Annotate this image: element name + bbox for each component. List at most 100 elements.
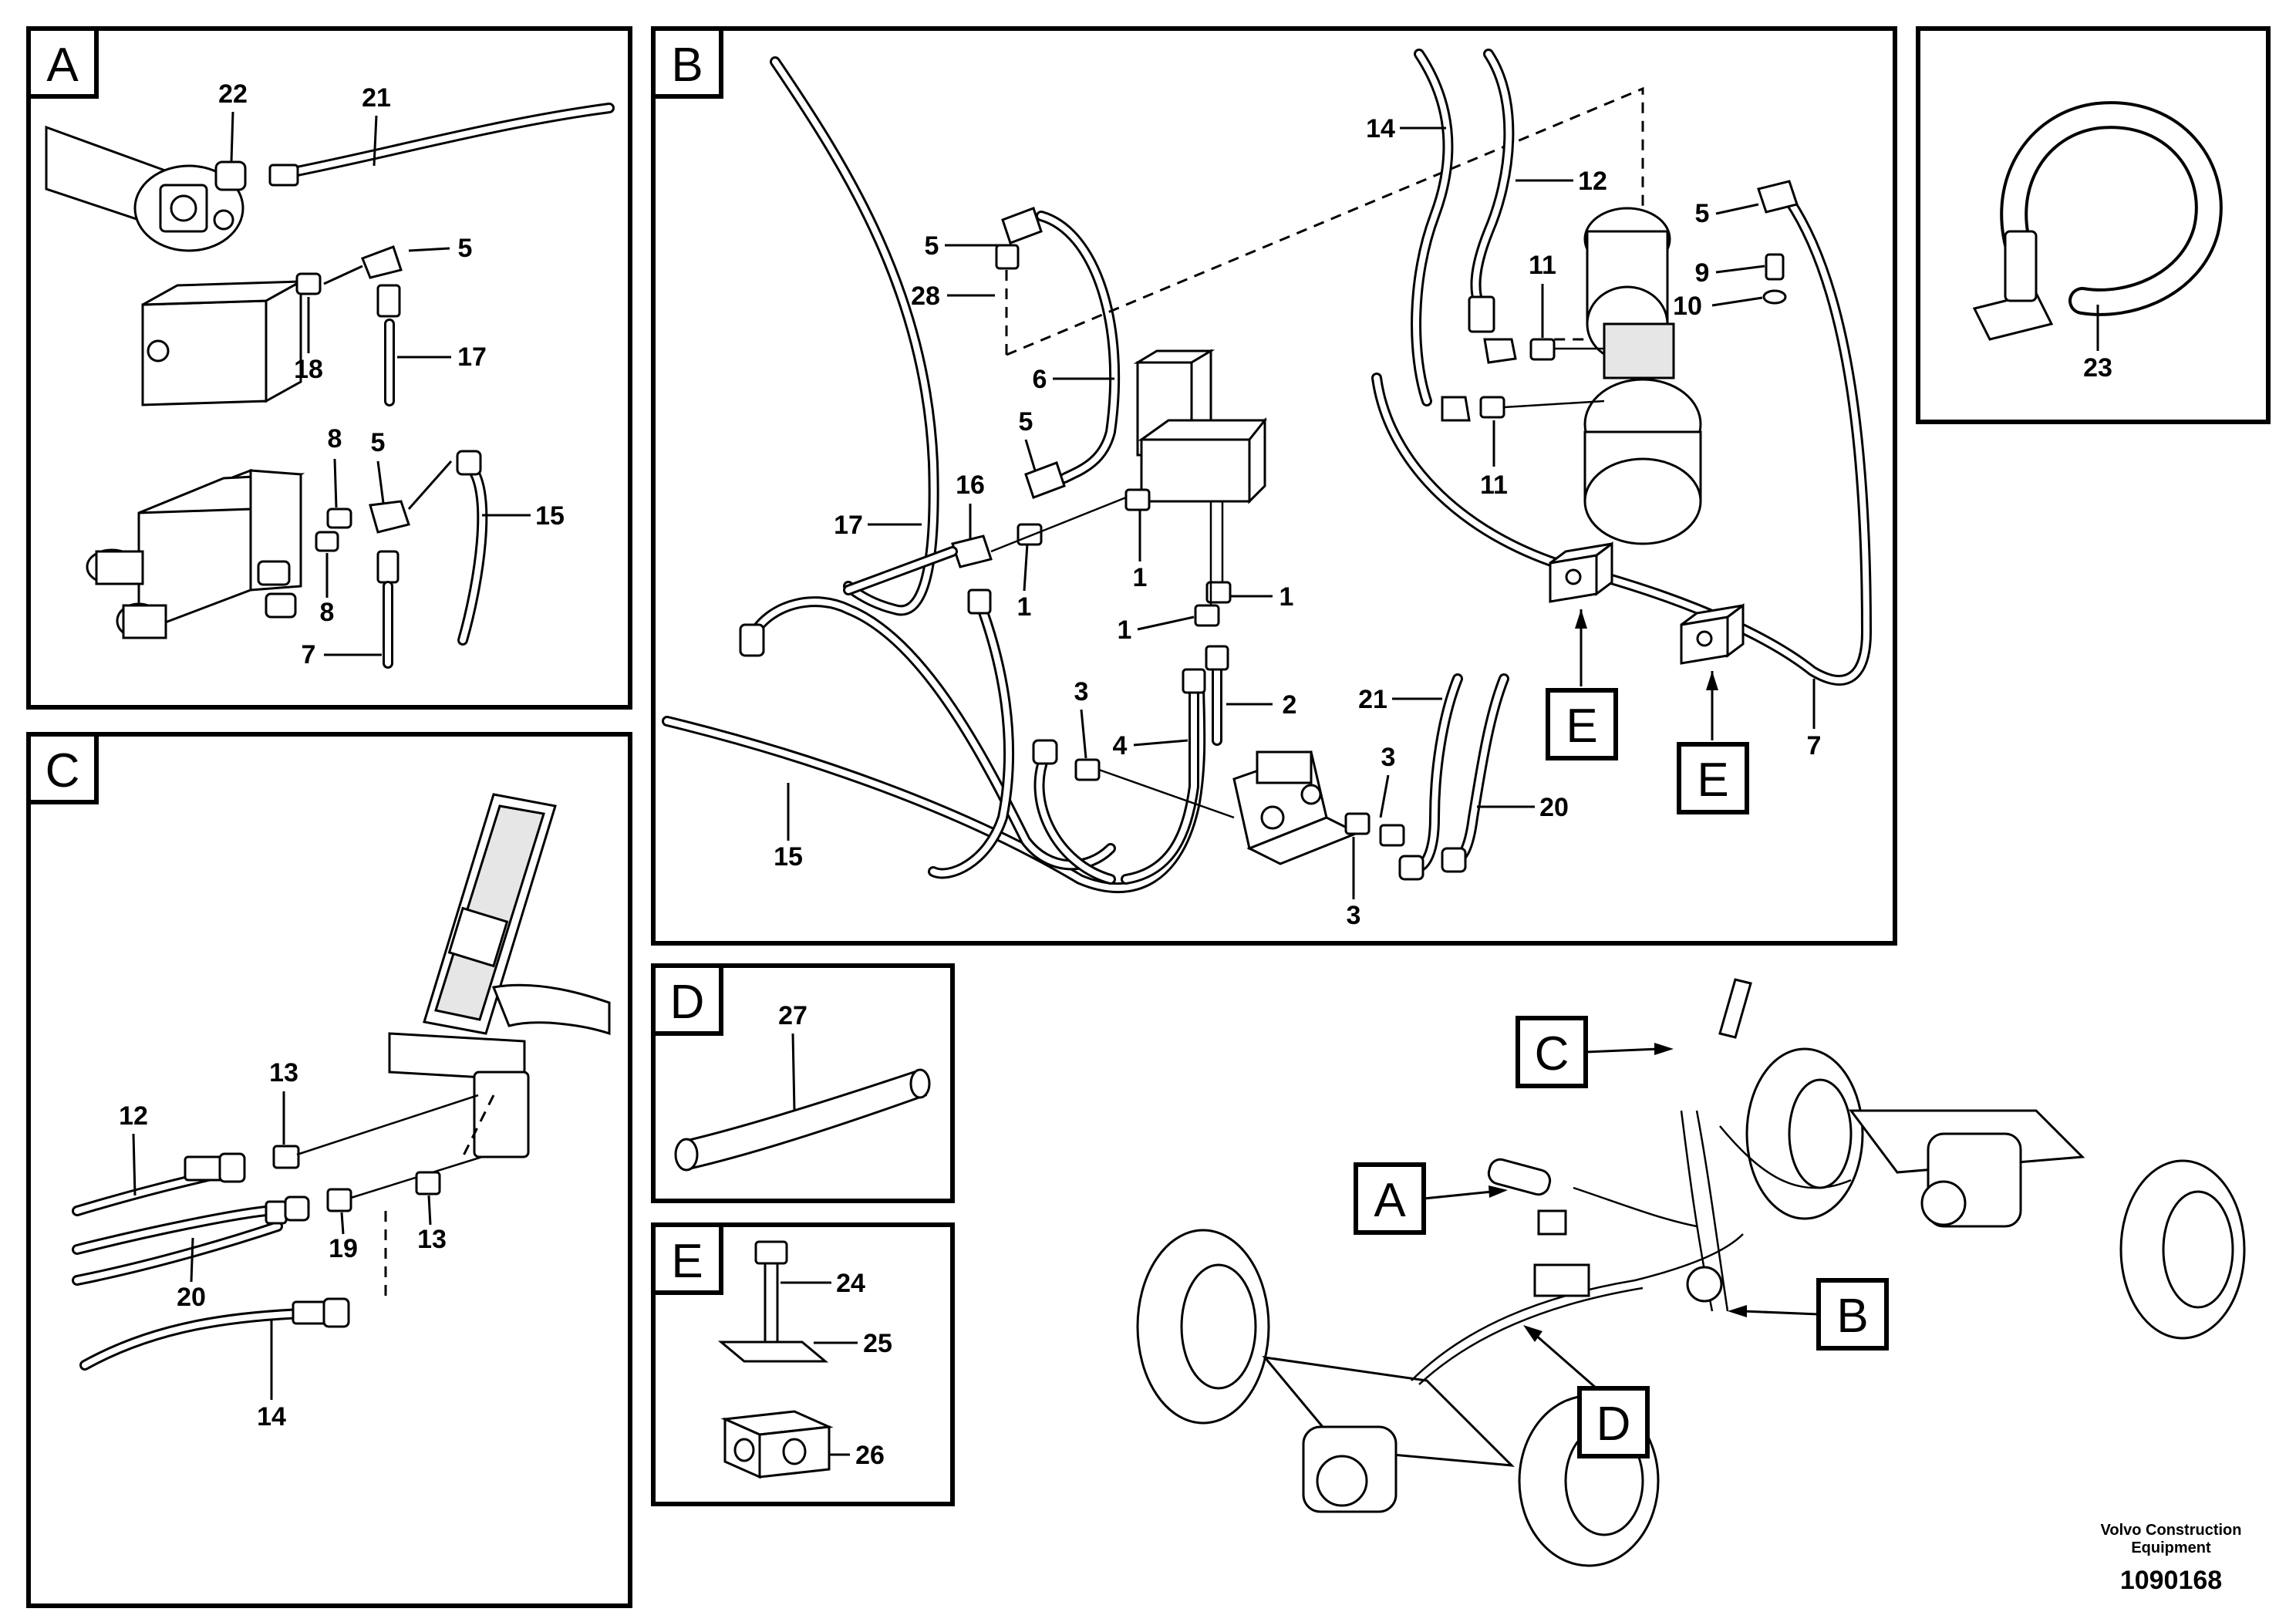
panel-b: B <box>651 26 1897 946</box>
callout-19: 19 <box>329 1234 358 1263</box>
fitting-3-b <box>1344 812 1371 835</box>
fitting-13-a <box>272 1145 300 1169</box>
panel-d-tag-box <box>651 963 723 1036</box>
plate-25 <box>717 1340 829 1363</box>
overview-tags: C A B D <box>1354 1016 1889 1458</box>
callout-18: 18 <box>294 355 323 384</box>
callout-1-d: 1 <box>1118 615 1132 645</box>
elbow-5 <box>369 500 410 534</box>
callout-7: 7 <box>302 640 316 669</box>
overview-tag-b-box <box>1816 1278 1889 1351</box>
hose-21 <box>214 103 615 191</box>
callout-22: 22 <box>218 79 248 109</box>
panel-c: C 13 12 1 <box>26 732 632 1608</box>
switch-box <box>141 279 302 406</box>
callout-14: 14 <box>1366 114 1395 143</box>
fitting-1-a <box>1017 523 1043 546</box>
callout-13-b: 13 <box>417 1225 447 1254</box>
callout-1-b: 1 <box>1017 592 1032 622</box>
callout-5-b-left: 5 <box>925 231 939 261</box>
protective-sleeve <box>674 1068 931 1172</box>
detail-tag-e-2-box <box>1677 742 1749 814</box>
callout-7-b: 7 <box>1807 731 1822 760</box>
callout-11-upper: 11 <box>1529 251 1556 280</box>
callout-5-b-right: 5 <box>1695 199 1710 228</box>
fitting-19 <box>326 1188 352 1212</box>
figure-number: 1090168 <box>2120 1566 2222 1595</box>
callout-11-lower: 11 <box>1480 470 1508 500</box>
accumulators <box>1583 207 1702 545</box>
panel-b-tag-box <box>651 26 723 99</box>
panel-a-tag: A <box>46 39 79 92</box>
tee-16 <box>951 534 993 568</box>
callout-2: 2 <box>1283 690 1297 720</box>
callout-15-b: 15 <box>774 842 803 872</box>
callout-14-c: 14 <box>257 1402 286 1431</box>
overview-tag-a-box <box>1354 1162 1426 1235</box>
hose-17 <box>295 245 403 406</box>
detail-tag-e-1-box <box>1546 688 1618 760</box>
panel-e-tag-box <box>651 1222 723 1295</box>
callout-12-c: 12 <box>119 1101 148 1131</box>
fitting-3-a <box>1074 758 1101 781</box>
panel-a-frame <box>26 26 632 710</box>
panel-e-tag: E <box>671 1235 703 1288</box>
elbow-5 <box>361 245 403 279</box>
callout-25: 25 <box>863 1329 892 1358</box>
callout-13-a: 13 <box>269 1058 298 1088</box>
fitting-3-c <box>1379 824 1405 847</box>
callout-21: 21 <box>362 83 391 113</box>
callout-15: 15 <box>535 501 565 531</box>
valve-block <box>86 468 305 639</box>
fitting-18 <box>295 272 322 295</box>
panel-d-tag: D <box>670 976 705 1029</box>
elbow-5-b <box>1001 207 1043 244</box>
fitting-1-d <box>1205 581 1232 604</box>
fitting-9 <box>1765 253 1785 281</box>
callout-10: 10 <box>1673 292 1702 321</box>
fitting-8-lower <box>315 531 339 552</box>
hoses-15-7 <box>315 450 488 669</box>
callout-21-b: 21 <box>1358 685 1387 714</box>
callout-20-c: 20 <box>177 1283 206 1312</box>
detail-tag-e-1: E <box>1566 700 1597 753</box>
callout-5-b-mid: 5 <box>1019 407 1033 437</box>
callout-5-lower: 5 <box>371 428 386 457</box>
callout-17-b: 17 <box>834 511 863 540</box>
fitting-1-c <box>1194 604 1220 627</box>
callout-3-b: 3 <box>1381 743 1396 772</box>
fitting-28 <box>995 244 1020 270</box>
footer: Volvo Construction Equipment 1090168 <box>2101 1522 2242 1595</box>
brake-cylinder <box>45 125 244 252</box>
callout-28: 28 <box>911 282 940 311</box>
overview-tag-d-box <box>1577 1386 1650 1458</box>
overview-tag-b: B <box>1836 1290 1868 1343</box>
overview-machine <box>1136 978 2246 1567</box>
company-line-2: Equipment <box>2131 1539 2211 1556</box>
callout-16: 16 <box>956 470 985 500</box>
panel-a-tag-box <box>26 26 99 99</box>
panel-a: A <box>26 26 632 710</box>
overview-tag-a: A <box>1374 1174 1406 1227</box>
callout-23: 23 <box>2083 353 2112 383</box>
fitting-1-b <box>1124 488 1151 511</box>
callout-9: 9 <box>1695 258 1710 288</box>
panel-clamp: 23 <box>1916 26 2271 424</box>
callout-24: 24 <box>836 1269 865 1298</box>
panel-e: E 24 25 26 <box>651 1222 955 1506</box>
pressure-switch-block <box>1133 349 1268 504</box>
callout-12: 12 <box>1578 167 1607 196</box>
panel-c-tag: C <box>46 744 80 798</box>
fitting-22 <box>214 160 247 191</box>
callout-17: 17 <box>457 342 487 372</box>
panel-c-tag-box <box>26 732 99 804</box>
bolt-24-head <box>754 1240 788 1265</box>
callout-8-lower: 8 <box>320 598 335 627</box>
panel-b-tag: B <box>671 39 703 92</box>
fitting-11-b <box>1479 396 1505 419</box>
overview-tag-d: D <box>1596 1398 1631 1451</box>
callout-6: 6 <box>1033 365 1047 394</box>
callout-20: 20 <box>1539 793 1569 822</box>
detail-tag-e-2: E <box>1697 754 1728 807</box>
